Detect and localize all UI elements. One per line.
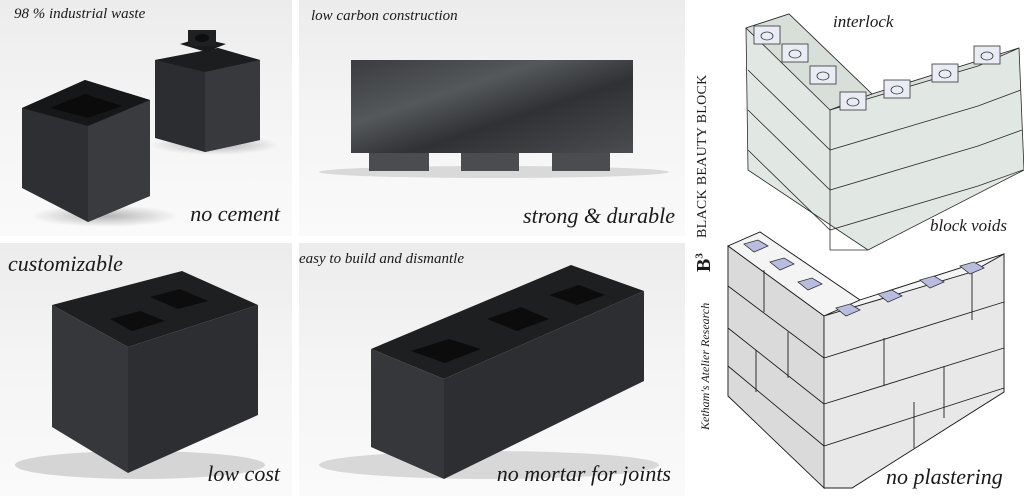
triple-void-block-illustration [319, 265, 659, 479]
transparent-wall-diagram [745, 13, 1024, 251]
panel-industrial-waste: 98 % industrial waste no cement [0, 0, 292, 236]
long-block-elevation [319, 60, 669, 178]
title-text: BLACK BEAUTY BLOCK [695, 74, 710, 238]
title-black-beauty-block: BLACK BEAUTY BLOCK [695, 74, 711, 238]
credit-ketham: Ketham's Atelier Research [698, 303, 713, 430]
label-no-plastering: no plastering [886, 464, 1003, 489]
label-low-cost: low cost [207, 461, 280, 486]
panel-customizable: customizable low cost [0, 243, 292, 496]
panel-low-carbon: low carbon construction strong & durable [299, 0, 685, 236]
label-easy-build: easy to build and dismantle [299, 251, 464, 267]
solid-wall-diagram [727, 231, 1005, 490]
logo-b3: B3 [693, 253, 716, 272]
label-no-mortar: no mortar for joints [496, 461, 671, 486]
small-blocks-illustration [22, 30, 260, 222]
label-low-carbon: low carbon construction [311, 8, 458, 24]
panel-easy-build: easy to build and dismantle no mortar fo… [299, 243, 685, 496]
credit-text: Ketham's Atelier Research [698, 302, 712, 430]
label-industrial-waste: 98 % industrial waste [14, 6, 146, 22]
label-block-voids: block voids [930, 216, 1007, 235]
double-void-block-illustration [15, 271, 265, 479]
logo-letter: B [693, 258, 715, 272]
logo-superscript: 3 [693, 253, 706, 259]
label-interlock: interlock [833, 12, 894, 31]
label-customizable: customizable [8, 251, 123, 276]
label-strong-durable: strong & durable [523, 203, 675, 228]
label-no-cement: no cement [190, 201, 280, 226]
